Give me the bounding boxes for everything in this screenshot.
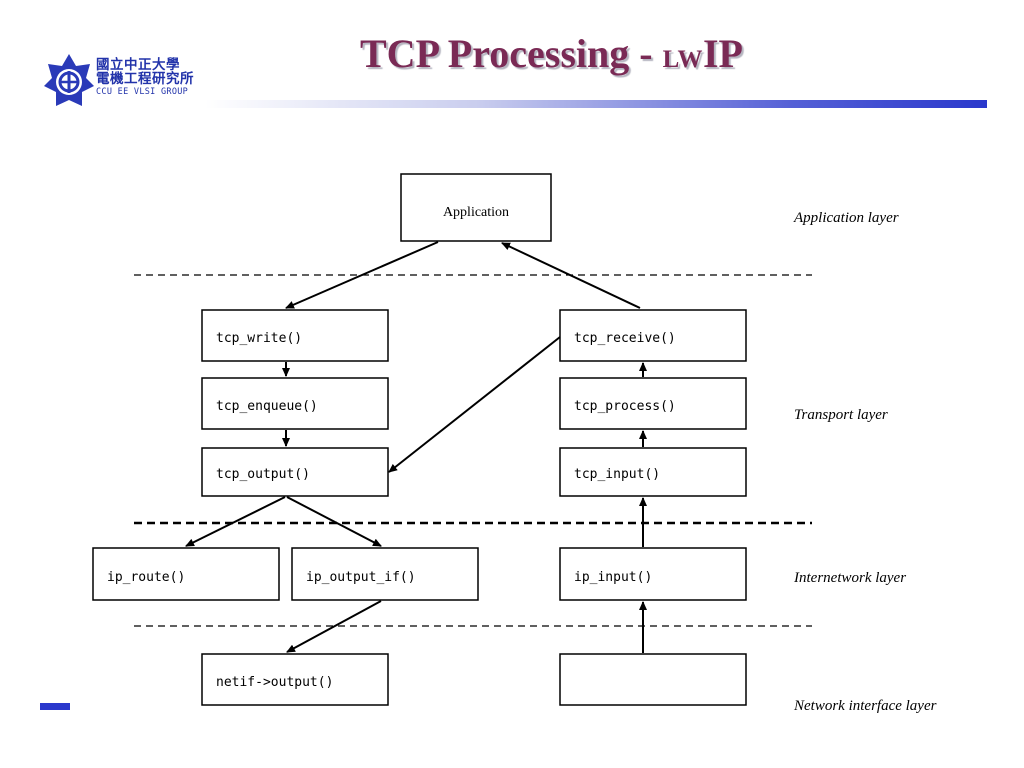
group-logo: 國立中正大學 電機工程研究所 CCU EE VLSI GROUP bbox=[42, 52, 202, 116]
corner-accent-bar bbox=[40, 703, 70, 710]
university-emblem-icon bbox=[44, 54, 94, 106]
tcp-receive-box: tcp_receive() bbox=[559, 309, 747, 362]
tcp-receive-label: tcp_receive() bbox=[574, 331, 676, 346]
tcp-output-box: tcp_output() bbox=[201, 447, 389, 497]
arrow-tcp-receive-to-application bbox=[501, 242, 641, 309]
tcp-write-label: tcp_write() bbox=[216, 331, 302, 346]
ip-input-box: ip_input() bbox=[559, 547, 747, 601]
application-label: Application bbox=[443, 205, 509, 220]
ip-route-box: ip_route() bbox=[92, 547, 280, 601]
arrow-tcp-output-to-ip-route bbox=[185, 496, 286, 547]
netif-output-label: netif->output() bbox=[216, 675, 333, 690]
application-box: Application bbox=[400, 173, 552, 242]
tcp-enqueue-label: tcp_enqueue() bbox=[216, 399, 318, 414]
tcp-process-box: tcp_process() bbox=[559, 377, 747, 430]
title-small-caps: LW bbox=[662, 46, 703, 73]
arrow-ip-output-if-to-netif bbox=[286, 600, 382, 653]
ip-output-if-box: ip_output_if() bbox=[291, 547, 479, 601]
slide-title: TCP Processing - LWIP bbox=[360, 30, 840, 77]
title-main: TCP Processing - bbox=[360, 31, 663, 76]
tcp-output-label: tcp_output() bbox=[216, 467, 310, 482]
tcp-enqueue-box: tcp_enqueue() bbox=[201, 377, 389, 430]
logo-chinese-line1: 國立中正大學 bbox=[96, 57, 180, 73]
netif-output-box: netif->output() bbox=[201, 653, 389, 706]
ip-output-if-label: ip_output_if() bbox=[306, 570, 416, 585]
layer-label-internetwork: Internetwork layer bbox=[793, 570, 906, 586]
ip-route-label: ip_route() bbox=[107, 570, 185, 585]
layer-label-network-interface: Network interface layer bbox=[793, 698, 937, 714]
title-underline bbox=[205, 100, 987, 108]
layer-label-application: Application layer bbox=[793, 210, 899, 226]
logo-chinese-line2: 電機工程研究所 bbox=[96, 70, 194, 87]
title-end: IP bbox=[702, 31, 743, 76]
network-interface-box bbox=[559, 653, 747, 706]
arrow-tcp-receive-to-tcp-output bbox=[388, 336, 561, 473]
arrow-tcp-output-to-ip-output-if bbox=[286, 496, 382, 547]
tcp-process-label: tcp_process() bbox=[574, 399, 676, 414]
tcp-input-label: tcp_input() bbox=[574, 467, 660, 482]
tcp-input-box: tcp_input() bbox=[559, 447, 747, 497]
tcp-write-box: tcp_write() bbox=[201, 309, 389, 362]
logo-english: CCU EE VLSI GROUP bbox=[96, 87, 189, 97]
layer-label-transport: Transport layer bbox=[794, 407, 888, 423]
arrow-application-to-tcp-write bbox=[285, 241, 439, 309]
ip-input-label: ip_input() bbox=[574, 570, 652, 585]
